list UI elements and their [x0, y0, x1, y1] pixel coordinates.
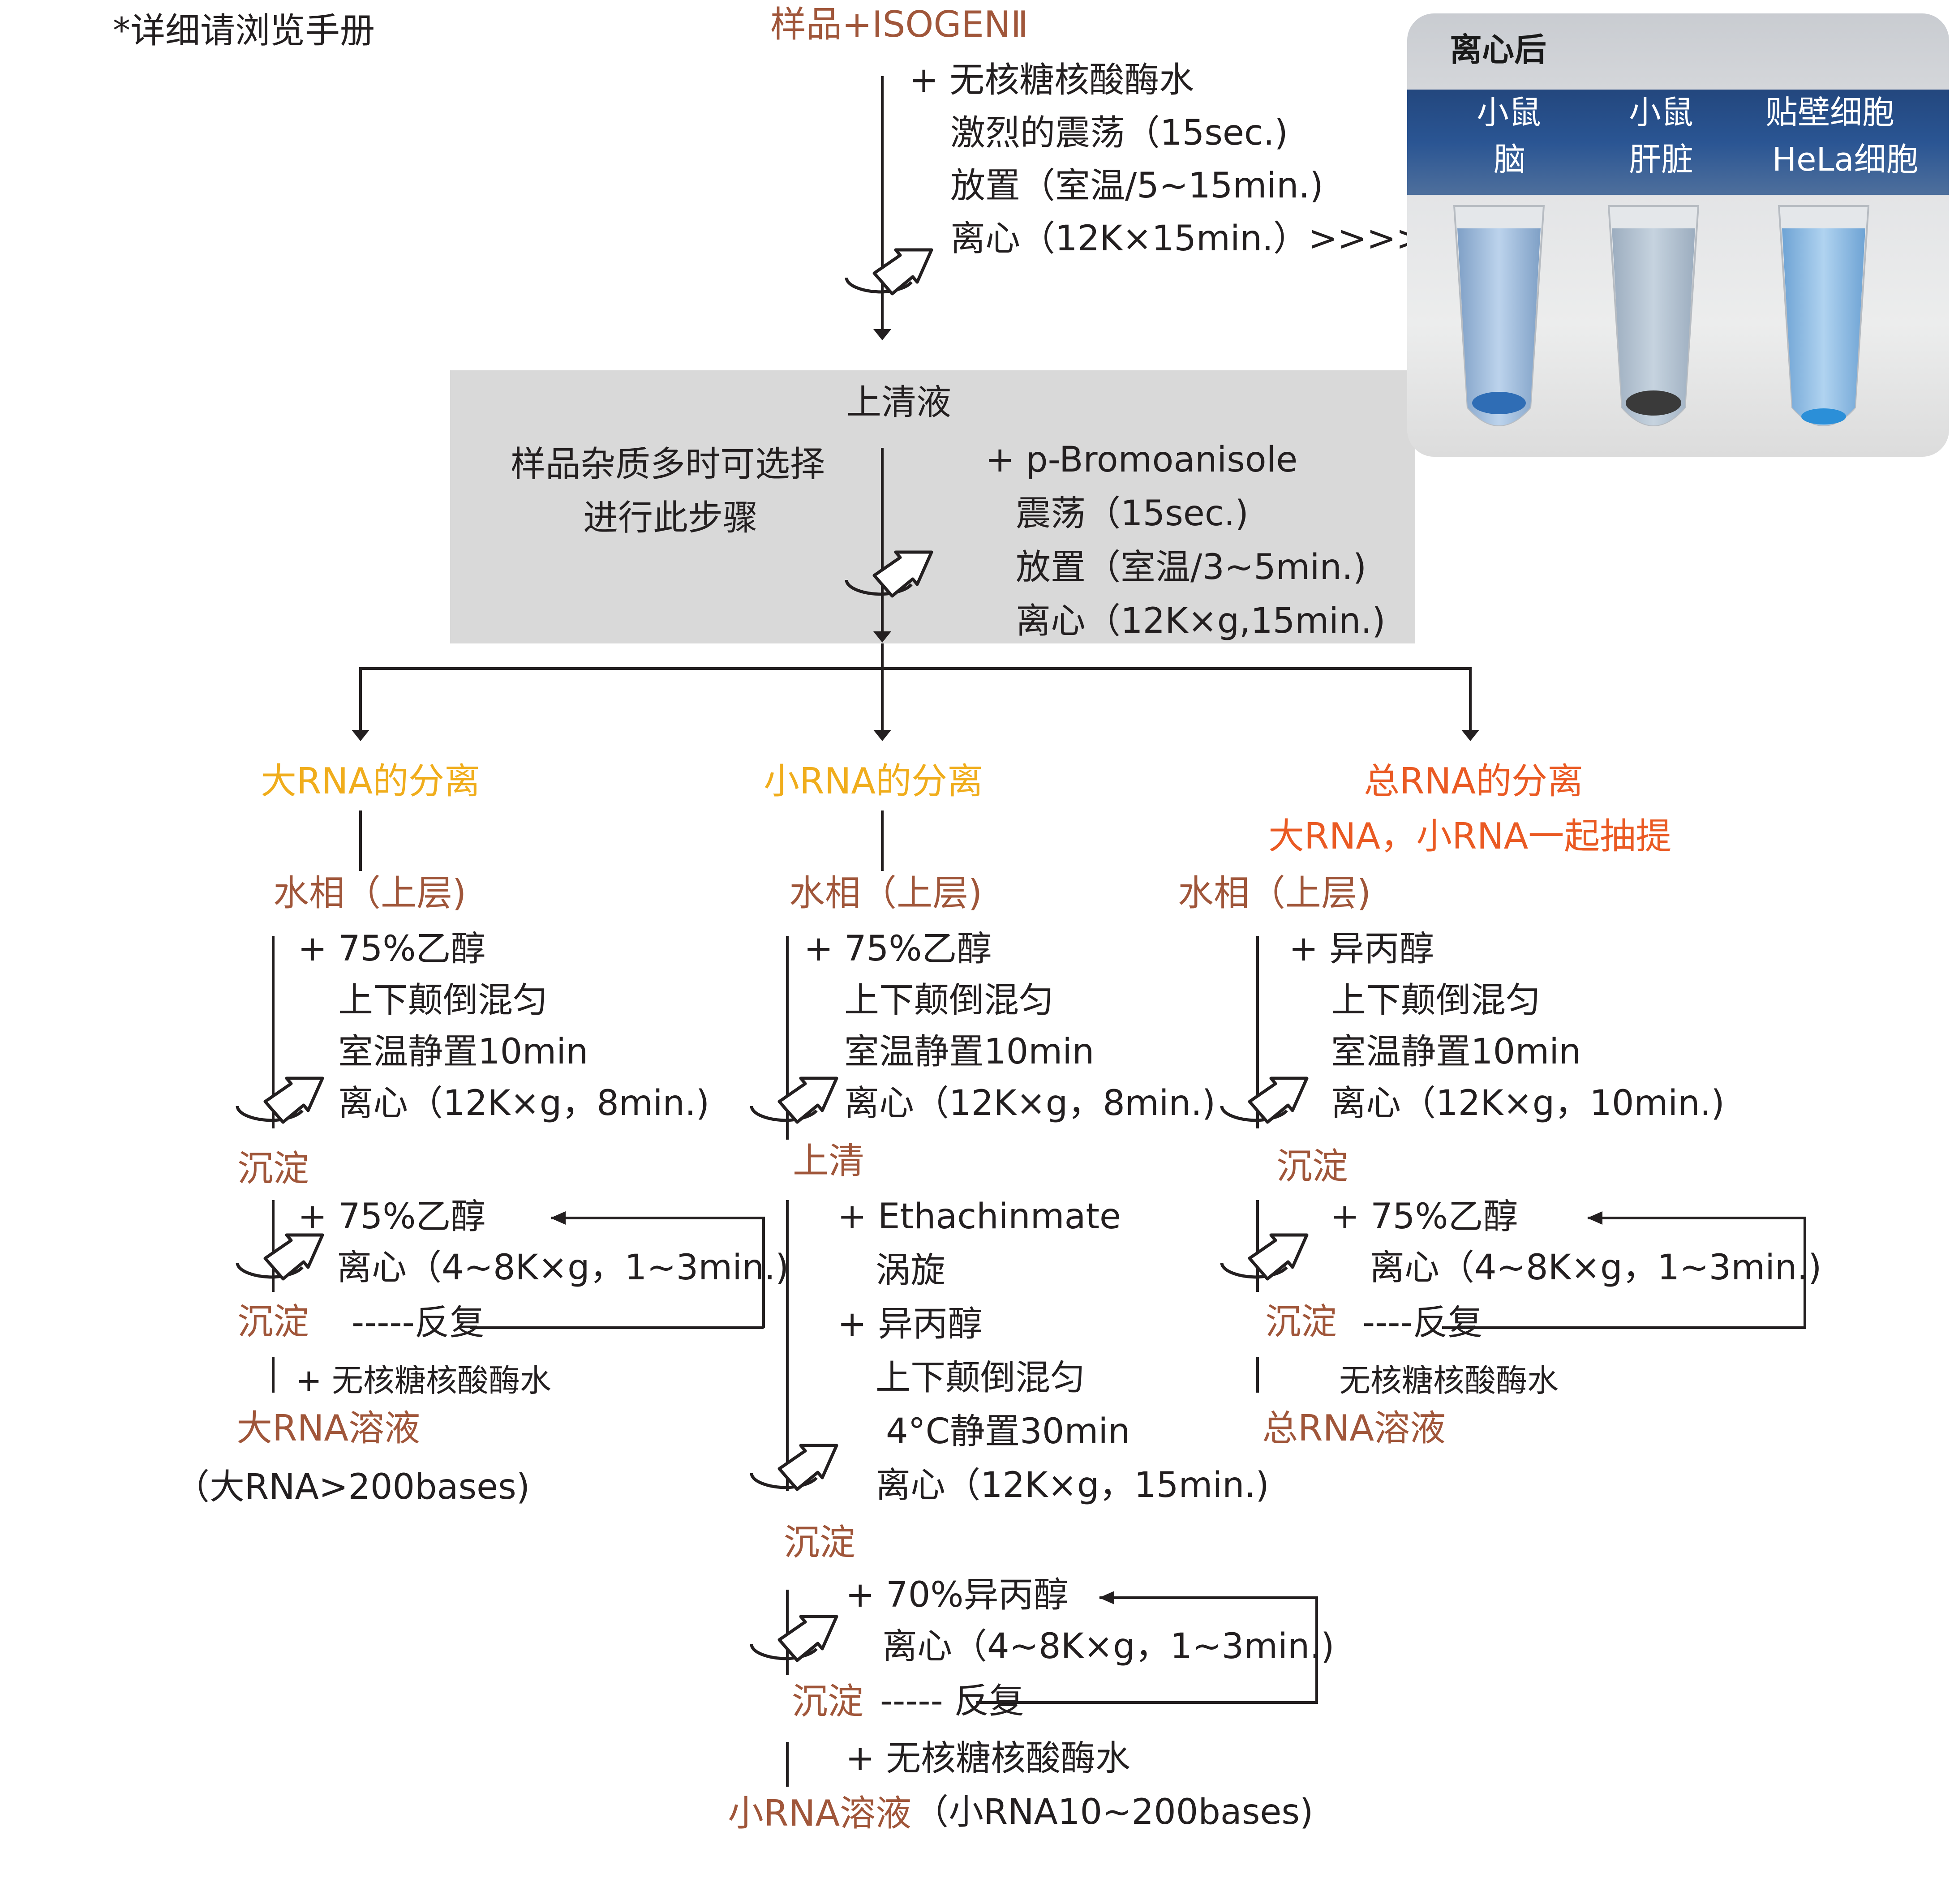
large-rna-step2-1: + 75%乙醇: [298, 1196, 486, 1237]
small-rna-pellet-1: 沉淀: [784, 1522, 855, 1563]
small-rna-add-water: + 无核糖核酸酶水: [846, 1738, 1131, 1779]
large-rna-size-note: （大RNA>200bases): [175, 1467, 530, 1507]
total-rna-pellet-2: 沉淀: [1265, 1301, 1337, 1342]
large-rna-solution: 大RNA溶液: [236, 1407, 421, 1449]
photo-col2-line1: 小鼠: [1629, 94, 1694, 131]
tubes-illustration: [1453, 205, 1870, 426]
optional-note-2: 进行此步骤: [583, 498, 758, 538]
total-rna-add-water: 无核糖核酸酶水: [1339, 1362, 1559, 1399]
small-rna-step3-2: 离心（4~8K×g，1~3min.): [882, 1626, 1335, 1667]
total-rna-step1-2: 上下颠倒混匀: [1331, 980, 1541, 1021]
small-rna-phase: 水相（上层): [789, 872, 983, 914]
top-step-3: 放置（室温/5~15min.): [950, 166, 1323, 206]
total-rna-step1-1: + 异丙醇: [1289, 929, 1434, 969]
small-rna-title: 小RNA的分离: [764, 760, 983, 802]
total-rna-pellet-1: 沉淀: [1276, 1145, 1348, 1187]
small-rna-supernatant: 上清: [793, 1140, 864, 1182]
centrifuge-icon: [752, 1078, 837, 1122]
small-rna-step1-1: + 75%乙醇: [804, 929, 992, 969]
top-step-4: 离心（12K×15min.）>>>>: [950, 219, 1426, 259]
top-step-1: + 无核糖核酸酶水: [909, 60, 1194, 100]
total-rna-step2-1: + 75%乙醇: [1330, 1196, 1518, 1237]
small-rna-step2-6: 离心（12K×g，15min.): [876, 1465, 1269, 1505]
large-rna-repeat: -----反复: [352, 1303, 485, 1343]
centrifuge-photo: 离心后 小鼠 脑 小鼠 肝脏 贴壁细胞 HeLa细胞: [1407, 13, 1949, 457]
large-rna-step1-1: + 75%乙醇: [298, 929, 486, 969]
small-rna-step2-1: + Ethachinmate: [837, 1196, 1121, 1237]
top-step-2: 激烈的震荡（15sec.): [950, 113, 1288, 153]
supernatant-step-1: + p-Bromoanisole: [985, 440, 1298, 480]
small-rna-repeat: ----- 反复: [880, 1681, 1024, 1721]
large-rna-pellet-2: 沉淀: [237, 1301, 309, 1342]
centrifuge-icon: [846, 552, 932, 596]
photo-col1-line2: 脑: [1494, 141, 1526, 178]
large-rna-step1-3: 室温静置10min: [338, 1032, 588, 1072]
small-rna-step2-3: + 异丙醇: [837, 1304, 983, 1344]
small-rna-step1-3: 室温静置10min: [844, 1032, 1095, 1072]
small-rna-step2-2: 涡旋: [876, 1250, 946, 1291]
small-rna-solution: 小RNA溶液: [728, 1793, 912, 1834]
large-rna-pellet-1: 沉淀: [237, 1148, 309, 1189]
small-rna-pellet-2: 沉淀: [792, 1681, 863, 1722]
large-rna-phase: 水相（上层): [273, 872, 467, 914]
total-rna-repeat: ----反复: [1362, 1303, 1483, 1343]
large-rna-step1-2: 上下颠倒混匀: [338, 980, 548, 1021]
supernatant-box: [450, 370, 1415, 643]
supernatant-step-2: 震荡（15sec.): [1016, 493, 1249, 534]
centrifuge-icon: [846, 250, 932, 294]
total-rna-step1-4: 离心（12K×g，10min.): [1331, 1083, 1725, 1124]
large-rna-title: 大RNA的分离: [261, 760, 481, 802]
photo-title: 离心后: [1450, 31, 1547, 69]
centrifuge-icon: [237, 1235, 322, 1279]
small-rna-step1-4: 离心（12K×g，8min.): [844, 1083, 1216, 1124]
centrifuge-icon: [752, 1445, 837, 1489]
supernatant-title: 上清液: [846, 382, 952, 423]
photo-label-band: [1407, 90, 1949, 195]
centrifuge-icon: [1222, 1078, 1307, 1122]
manual-note: *详细请浏览手册: [113, 11, 375, 51]
centrifuge-icon: [752, 1617, 837, 1660]
small-rna-step2-5: 4°C静置30min: [886, 1411, 1130, 1452]
total-rna-solution: 总RNA溶液: [1262, 1407, 1446, 1449]
supernatant-step-3: 放置（室温/3~5min.): [1016, 547, 1367, 587]
photo-col1-line1: 小鼠: [1477, 94, 1542, 131]
supernatant-step-4: 离心（12K×g,15min.): [1016, 601, 1386, 641]
total-rna-subtitle: 大RNA，小RNA一起抽提: [1268, 815, 1672, 857]
photo-col3-line1: 贴壁细胞: [1765, 94, 1895, 131]
small-rna-step3-1: + 70%异丙醇: [846, 1575, 1069, 1615]
photo-col3-line2: HeLa细胞: [1772, 141, 1919, 178]
total-rna-step1-3: 室温静置10min: [1331, 1032, 1581, 1072]
centrifuge-icon: [1222, 1235, 1307, 1279]
small-rna-step2-4: 上下颠倒混匀: [876, 1358, 1086, 1398]
small-rna-step1-2: 上下颠倒混匀: [844, 980, 1054, 1021]
large-rna-add-water: + 无核糖核酸酶水: [296, 1362, 551, 1399]
large-rna-step1-4: 离心（12K×g，8min.): [338, 1083, 710, 1124]
total-rna-phase: 水相（上层): [1178, 872, 1371, 914]
small-rna-size-note: （小RNA10~200bases): [914, 1792, 1314, 1832]
photo-col2-line2: 肝脏: [1629, 141, 1694, 178]
centrifuge-icon: [237, 1078, 322, 1122]
sample-title: 样品+ISOGENⅡ: [770, 4, 1029, 45]
optional-note-1: 样品杂质多时可选择: [511, 444, 825, 485]
large-rna-step2-2: 离心（4~8K×g，1~3min.): [337, 1248, 789, 1288]
total-rna-step2-2: 离心（4~8K×g，1~3min.): [1370, 1248, 1822, 1288]
total-rna-title: 总RNA的分离: [1364, 760, 1584, 802]
